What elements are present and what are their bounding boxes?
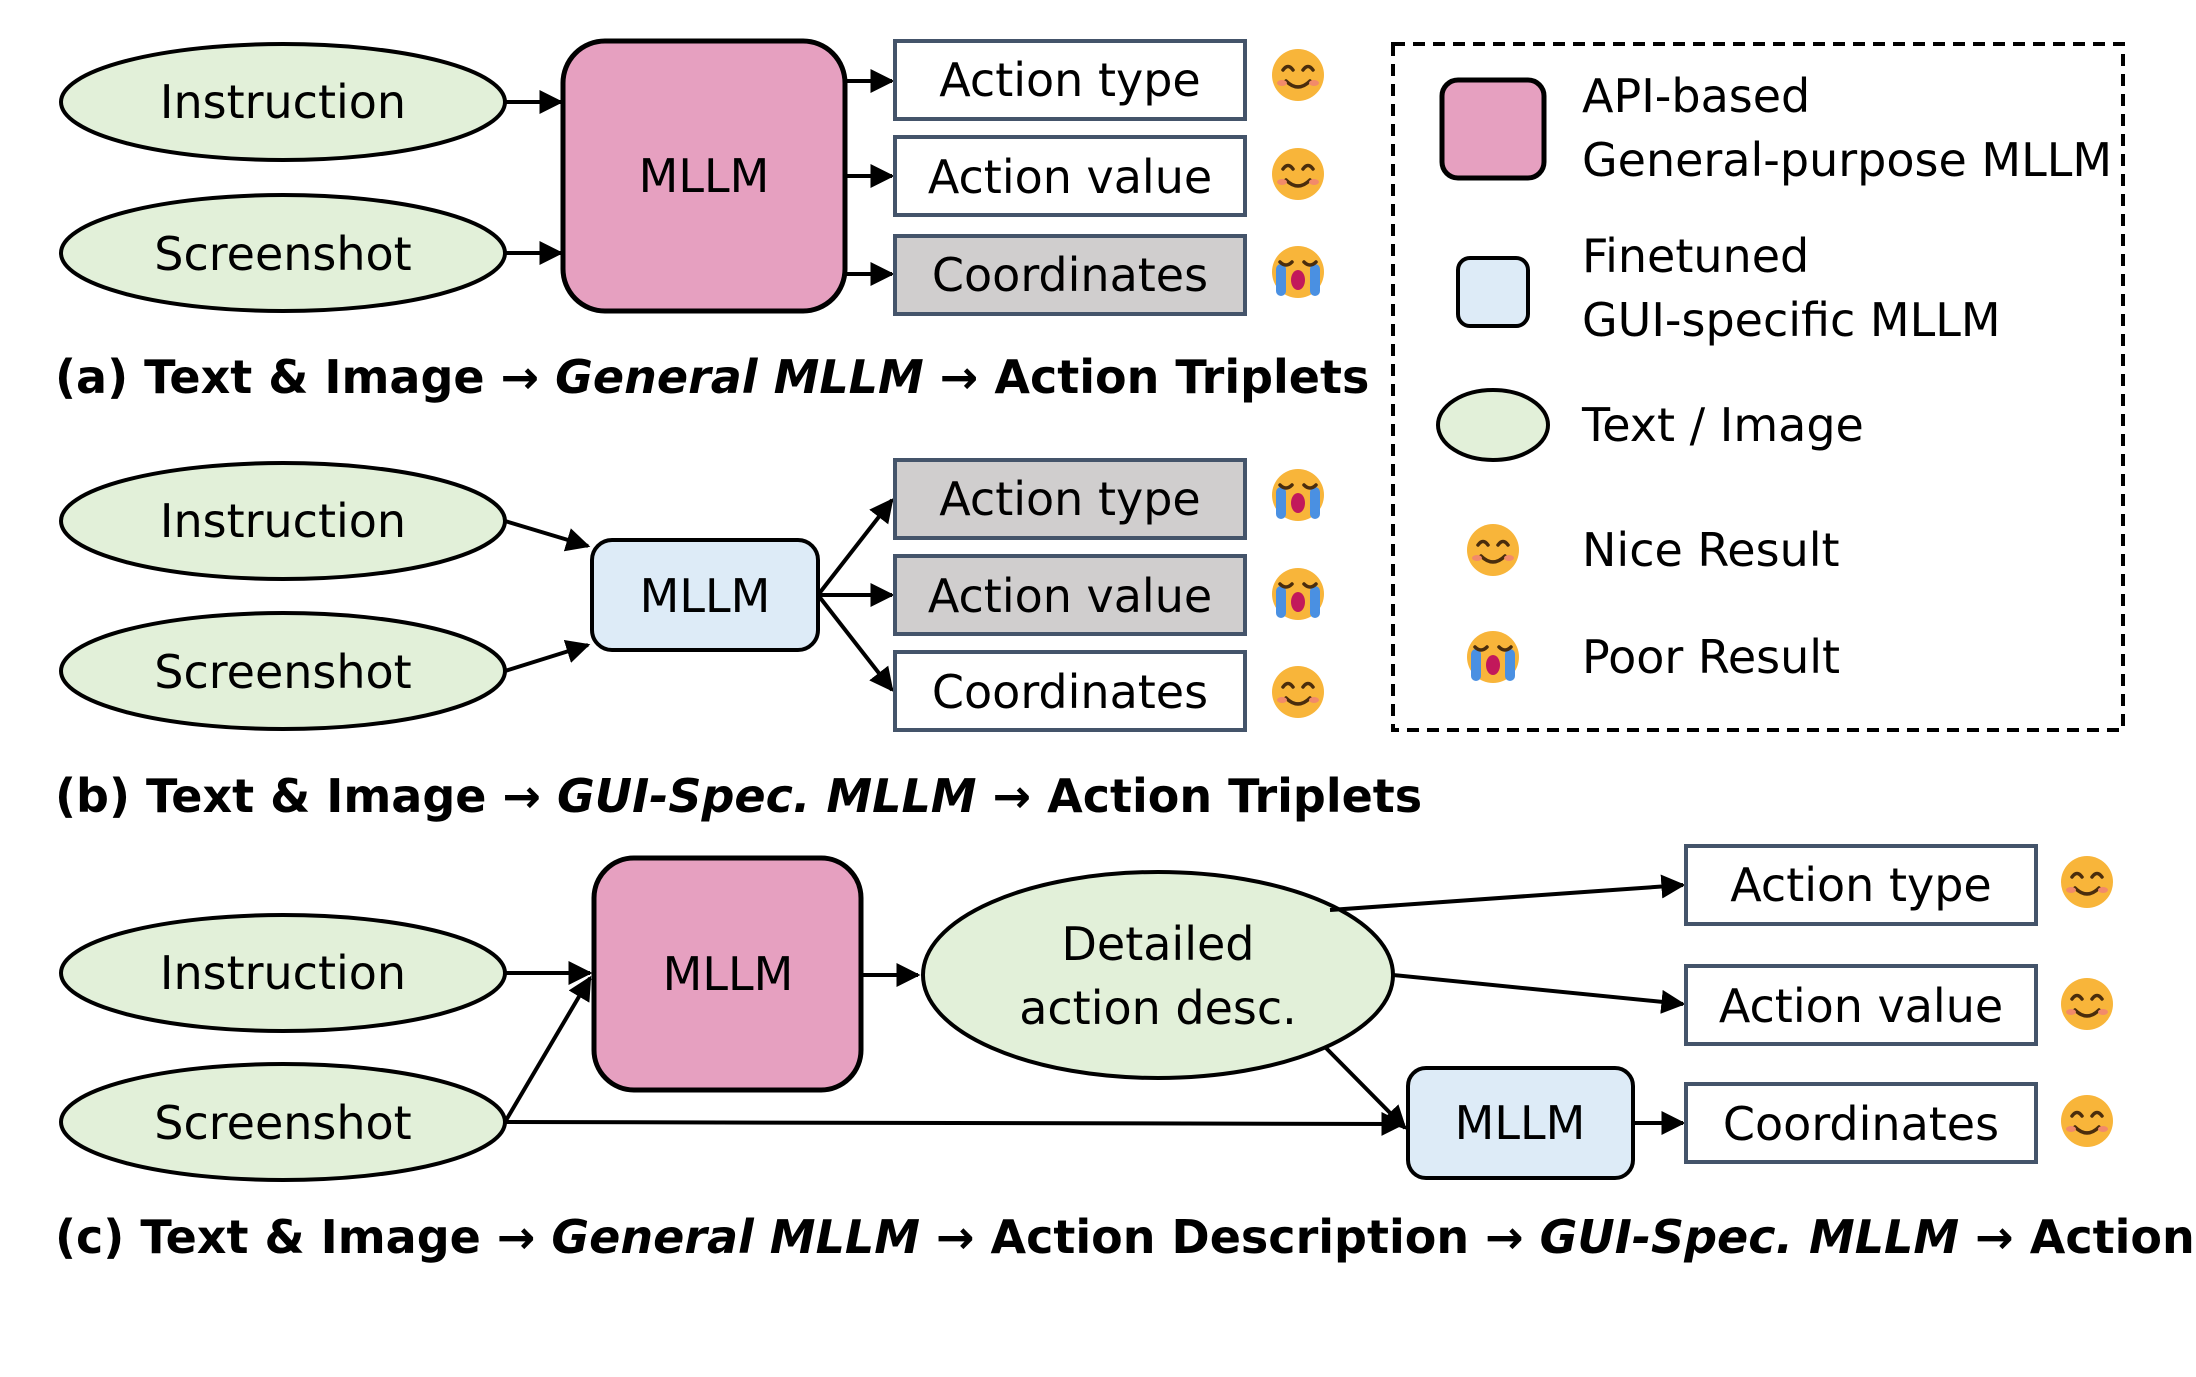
arrow-screenshot-to-mllm — [504, 640, 591, 673]
smile-emoji-icon — [2059, 1093, 2115, 1149]
crying-emoji-icon — [1270, 566, 1326, 622]
legend-general-line2: General-purpose MLLM — [1582, 133, 2112, 187]
instruction-label: Instruction — [160, 75, 406, 129]
arrow-screenshot-to-gui-mllm — [504, 1111, 1406, 1136]
gui-mllm-label: MLLM — [1455, 1096, 1586, 1150]
output-coordinates-label: Coordinates — [1723, 1097, 1999, 1151]
output-action-type-label: Action type — [939, 472, 1200, 526]
crying-emoji-icon — [1465, 629, 1521, 685]
legend: API-based General-purpose MLLM Finetuned… — [1391, 42, 2125, 732]
legend-gui-line1: Finetuned — [1582, 229, 1809, 283]
arrow-description-to-gui-mllm — [1323, 1045, 1407, 1130]
output-action-type — [893, 458, 1247, 540]
arrow-to-coordinates — [816, 593, 894, 692]
action-description-line2: action desc. — [1019, 981, 1297, 1035]
arrow-to-action-type — [1329, 874, 1686, 912]
legend-frame — [1391, 42, 2125, 732]
smile-emoji-icon — [1270, 664, 1326, 720]
caption-b: (b) Text & Image → GUI-Spec. MLLM → Acti… — [55, 769, 1422, 823]
output-coordinates — [1684, 1082, 2038, 1164]
smile-emoji-icon — [1270, 146, 1326, 202]
smile-emoji-icon — [2059, 854, 2115, 910]
output-action-value-label: Action value — [928, 569, 1212, 623]
arrow-to-action-type — [816, 498, 894, 597]
instruction-label: Instruction — [160, 946, 406, 1000]
action-description-node — [921, 870, 1395, 1080]
arrow-instruction-to-mllm — [504, 519, 591, 552]
smile-emoji-icon — [1465, 522, 1521, 578]
instruction-label: Instruction — [160, 494, 406, 548]
output-action-type-label: Action type — [939, 53, 1200, 107]
output-coordinates — [893, 234, 1247, 316]
crying-emoji-icon — [1270, 244, 1326, 300]
legend-poor-label: Poor Result — [1582, 630, 1840, 684]
general-mllm-label: MLLM — [639, 149, 770, 203]
legend-nice-label: Nice Result — [1582, 523, 1840, 577]
panel-a: Instruction Screenshot MLLM Action type … — [55, 38, 1369, 404]
smile-emoji-icon — [2059, 976, 2115, 1032]
screenshot-label: Screenshot — [154, 1096, 411, 1150]
output-action-type — [1684, 844, 2038, 926]
arrow-to-action-value — [1392, 973, 1686, 1014]
legend-general-swatch — [1439, 77, 1547, 181]
output-action-value-label: Action value — [928, 150, 1212, 204]
smile-emoji-icon — [1270, 47, 1326, 103]
arrow-screenshot-to-mllm — [503, 975, 592, 1124]
panel-b: Instruction Screenshot MLLM Action type … — [55, 458, 1422, 823]
caption-a: (a) Text & Image → General MLLM → Action… — [55, 350, 1369, 404]
output-coordinates — [893, 650, 1247, 732]
legend-text-image-swatch — [1436, 388, 1550, 462]
gui-mllm-label: MLLM — [640, 569, 771, 623]
output-action-type-label: Action type — [1730, 858, 1991, 912]
output-action-value — [1684, 964, 2038, 1046]
caption-c: (c) Text & Image → General MLLM → Action… — [55, 1210, 2196, 1264]
output-action-value — [893, 554, 1247, 636]
screenshot-label: Screenshot — [154, 227, 411, 281]
legend-general-line1: API-based — [1582, 69, 1810, 123]
legend-gui-swatch — [1456, 256, 1530, 328]
screenshot-label: Screenshot — [154, 645, 411, 699]
output-coordinates-label: Coordinates — [932, 665, 1208, 719]
output-action-value — [893, 135, 1247, 217]
general-mllm-label: MLLM — [663, 947, 794, 1001]
output-coordinates-label: Coordinates — [932, 248, 1208, 302]
panel-c: Instruction Screenshot MLLM Detailed act… — [55, 844, 2196, 1264]
crying-emoji-icon — [1270, 467, 1326, 523]
output-action-value-label: Action value — [1719, 979, 2003, 1033]
legend-text-image-label: Text / Image — [1581, 398, 1864, 452]
legend-gui-line2: GUI-specific MLLM — [1582, 293, 2001, 347]
output-action-type — [893, 39, 1247, 121]
action-description-line1: Detailed — [1061, 917, 1254, 971]
